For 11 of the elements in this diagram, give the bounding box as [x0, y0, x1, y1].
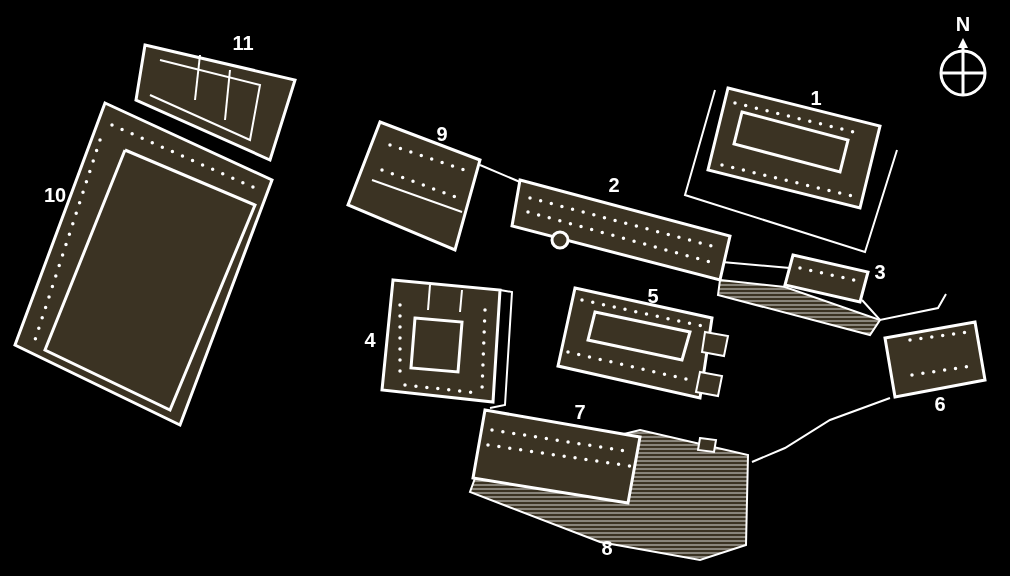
callout-number: 6 — [934, 394, 946, 414]
callout-number: 7 — [574, 402, 586, 422]
callout-number: 5 — [647, 286, 659, 306]
callout-number: 2 — [608, 175, 620, 195]
callout-number: 9 — [436, 124, 448, 144]
callout-number: 10 — [43, 185, 67, 205]
north-label: N — [955, 14, 971, 34]
callout-number: 4 — [364, 330, 376, 350]
callout-number: 1 — [810, 88, 822, 108]
callout-number: 11 — [232, 33, 254, 53]
callout-number: 3 — [874, 262, 886, 282]
